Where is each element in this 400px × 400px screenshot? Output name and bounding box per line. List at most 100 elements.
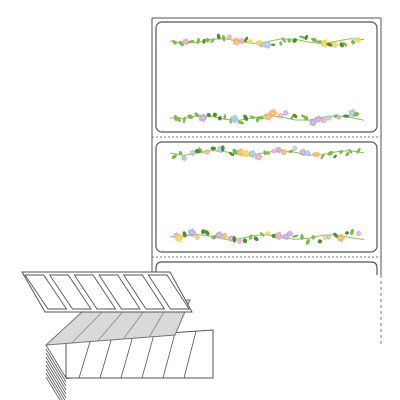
label-1-bottom-vine (169, 109, 365, 127)
flower-petal (259, 155, 263, 159)
flower-petal (357, 36, 360, 40)
leaf-icon (232, 148, 238, 155)
stack-top-face (65, 329, 214, 379)
flower-petal (329, 116, 332, 120)
flower-center (357, 232, 360, 235)
leaf-icon (220, 145, 225, 152)
flower-petal (277, 150, 281, 154)
flower-petal (286, 111, 289, 115)
flower-petal (177, 233, 182, 238)
flower-center (218, 234, 220, 236)
flower-petal (236, 149, 241, 153)
stack-sheet-edge (45, 356, 67, 391)
flower-petal (266, 45, 270, 49)
flower-petal (237, 241, 240, 244)
flower-petal (254, 153, 259, 157)
leaf-icon (279, 41, 283, 46)
label-2-top-vine (169, 145, 365, 162)
flower-center (277, 149, 280, 151)
flower-petal (264, 116, 268, 120)
flower-petal (228, 238, 231, 242)
flower-petal (338, 115, 341, 118)
stack-sheet-edge (45, 376, 61, 400)
flower-petal (287, 233, 290, 237)
leaf-icon (311, 235, 316, 240)
flower-petal (299, 149, 303, 153)
flower-petal (320, 119, 324, 123)
flower-center (219, 148, 222, 151)
flower-petal (241, 41, 244, 45)
flower-petal (175, 237, 179, 242)
flower-petal (201, 118, 206, 123)
flower-petal (322, 235, 325, 238)
flower-petal (242, 150, 246, 154)
flap-label (98, 274, 141, 310)
flower-petal (230, 235, 234, 239)
flower-petal (244, 149, 248, 153)
flower-petal (277, 236, 281, 240)
flower-petal (188, 229, 192, 233)
flower-center (323, 42, 326, 45)
flower-petal (263, 44, 268, 48)
leaf-icon (222, 34, 226, 42)
flower-petal (217, 146, 221, 150)
flower-petal (285, 113, 288, 116)
flower-center (261, 44, 263, 46)
flower-center (241, 40, 243, 42)
leaf-icon (333, 154, 337, 159)
flower-center (191, 231, 193, 234)
leaf-icon (281, 37, 286, 43)
leaf-icon (212, 112, 218, 117)
leaf-icon (333, 114, 338, 118)
flower-petal (279, 116, 283, 119)
leaf-icon (287, 38, 291, 43)
flower-center (272, 112, 274, 114)
flower-petal (281, 114, 284, 118)
flower-petal (316, 151, 319, 155)
flower-petal (315, 118, 319, 122)
label-2 (155, 141, 378, 253)
flower-center (266, 43, 269, 46)
flower-petal (223, 236, 227, 239)
flower-petal (322, 120, 326, 124)
flower-petal (273, 151, 276, 154)
flower-center (302, 151, 304, 154)
flower-petal (230, 239, 234, 242)
flower-petal (181, 156, 184, 159)
stack-sheet-edge (45, 364, 67, 399)
flower-petal (204, 149, 207, 153)
flower-petal (256, 40, 259, 44)
leaf-icon (345, 152, 350, 157)
flower-petal (281, 149, 284, 153)
leaf-icon (204, 38, 210, 43)
leaf-icon (243, 36, 249, 43)
flower-petal (282, 234, 286, 237)
flower-petal (302, 148, 305, 152)
leaf-icon (326, 42, 334, 47)
flower-center (235, 40, 238, 43)
flower-petal (239, 40, 242, 44)
flower-petal (304, 153, 308, 156)
leaf-icon (300, 234, 304, 240)
flower-petal (308, 152, 311, 155)
flower-petal (277, 231, 281, 236)
flower-petal (236, 152, 241, 156)
flower-petal (192, 153, 195, 156)
flower-petal (206, 149, 209, 152)
leaf-icon (196, 37, 200, 44)
flower-petal (217, 149, 221, 153)
flower-petal (302, 152, 305, 156)
flower-center (249, 40, 252, 42)
label-1-top-vine (169, 33, 365, 49)
flower-petal (190, 233, 195, 237)
leaf-icon (217, 116, 222, 121)
flap-label (73, 274, 117, 310)
leaf-icon (339, 149, 343, 155)
flower-petal (272, 109, 276, 113)
flower-petal (272, 113, 276, 118)
flower-petal (289, 234, 292, 237)
flower-center (283, 151, 285, 153)
flap-label (24, 274, 68, 310)
flower-petal (177, 238, 182, 243)
